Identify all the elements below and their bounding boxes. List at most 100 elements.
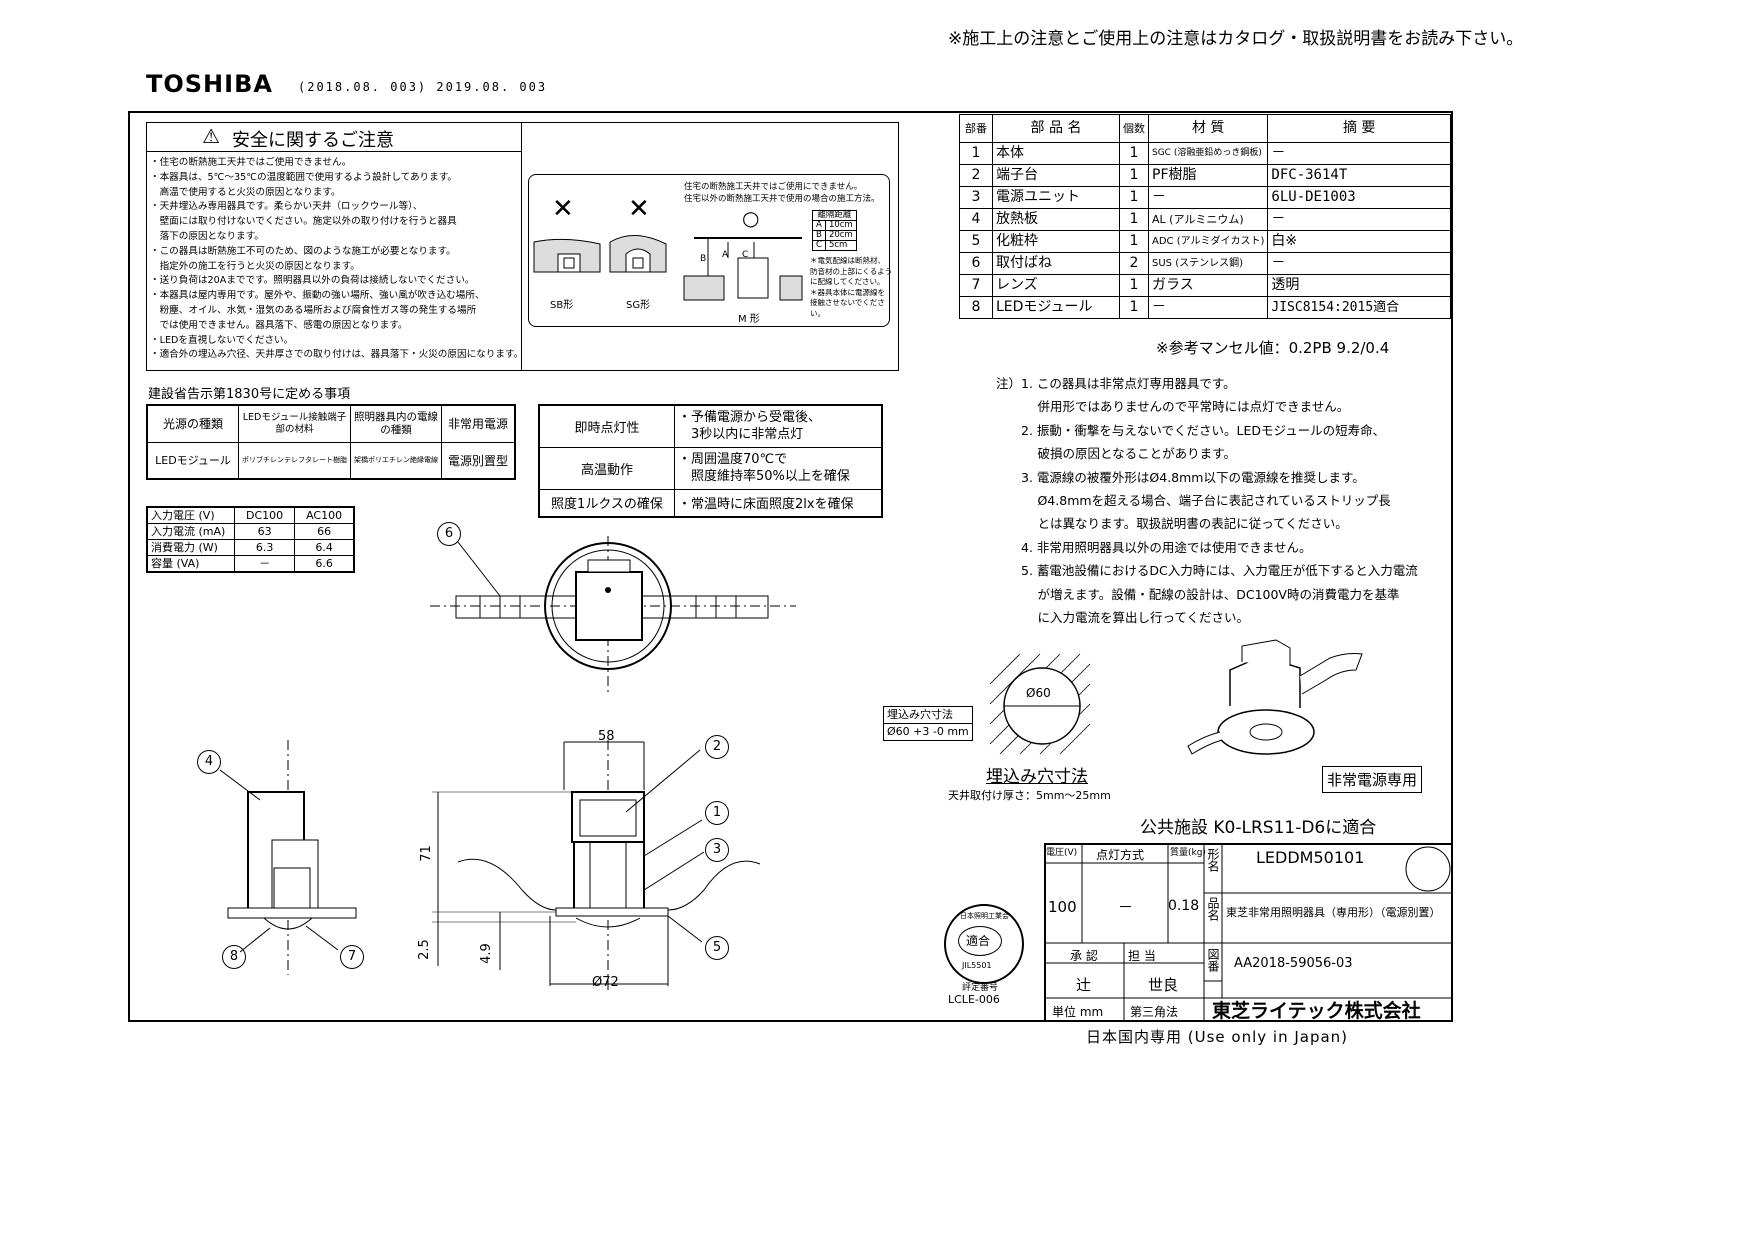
installation-diagram: [528, 174, 890, 327]
method: －: [1118, 898, 1134, 916]
dimension-label-c: C: [742, 250, 749, 260]
cutout-thickness: 天井取付け厚さ：5mm～25mm: [948, 789, 1111, 802]
note-line: が増えます。設備・配線の設計は、DC100V時の消費電力を基準: [996, 586, 1400, 602]
safety-line: ・この器具は断熱施工不可のため、図のような施工が必要となります。: [150, 245, 456, 257]
side-view-drawing: [219, 740, 357, 975]
note-line: Ø4.8mmを超える場合、端子台に表記されているストリップ長: [996, 493, 1391, 509]
part-remark: 6LU-DE1003: [1267, 186, 1451, 209]
seal: [944, 904, 1024, 984]
part-remark: DFC-3614T: [1267, 164, 1451, 187]
approver: 辻: [1076, 976, 1092, 994]
public-standard: 公共施設 K0-LRS11-D6に適合: [1140, 818, 1377, 838]
logo: TOSHIBA: [146, 70, 273, 98]
performance-line: ・予備電源から受電後、: [678, 410, 822, 426]
callout-number: 8: [229, 949, 239, 964]
safety-line: ・住宅の断熱施工天井ではご使用できません。: [150, 157, 352, 168]
footer-note: 日本国内専用 (Use only in Japan): [1086, 1028, 1349, 1046]
dimension-label-b: B: [700, 254, 707, 264]
wiring-note: に配線してください。: [810, 277, 885, 286]
performance-line: 照度維持率50%以上を確保: [678, 469, 850, 484]
cutout-circle-label: Ø60: [1026, 686, 1051, 700]
type-label: SG形: [626, 300, 651, 311]
safety-line: ・適合外の埋込み穴径、天井厚さでの取り付けは、器具落下・火災の原因になります。: [150, 349, 524, 361]
part-name: 取付ばね: [992, 252, 1120, 275]
notice1830-value: ポリブチレンテレフタレート樹脂: [238, 441, 351, 480]
part-remark: －: [1267, 252, 1451, 275]
type-label: SB形: [550, 300, 574, 311]
notice1830-title: 建設省告示第1830号に定める事項: [148, 387, 351, 402]
m-type-diagram: [683, 237, 803, 301]
cutout-circle-drawing: [989, 653, 1091, 755]
part-material: AL (アルミニウム): [1147, 208, 1269, 231]
part-no: 4: [959, 208, 993, 231]
mass: 0.18: [1168, 898, 1200, 914]
part-remark: －: [1267, 142, 1451, 165]
part-name: 本体: [992, 142, 1120, 165]
part-qty: 1: [1119, 164, 1149, 187]
performance-line: 3秒以内に非常点灯: [678, 427, 804, 443]
seal-outer-text: 日本照明工業会: [960, 912, 1009, 920]
safety-line: 粉塵、オイル、水気・湿気のある場所および腐食性ガス等の発生する場所: [150, 304, 477, 316]
performance-key: 照度1ルクスの確保: [538, 488, 675, 518]
part-no: 2: [959, 164, 993, 187]
dimension-d1: 2.5: [416, 939, 432, 960]
part-name: レンズ: [992, 274, 1120, 297]
sb-type-diagram: [533, 235, 667, 273]
safety-line: ・本器具は、5℃～35℃の温度範囲で使用するよう設計してあります。: [150, 171, 457, 183]
part-name: LEDモジュール: [992, 296, 1120, 319]
seal-eval: 評定番号: [962, 983, 999, 993]
electrical-key: 容量 (VA): [146, 555, 235, 573]
electrical-header: 入力電圧 (V): [146, 506, 235, 524]
seal-code: JIL5501: [962, 961, 992, 970]
part-qty: 1: [1119, 142, 1149, 165]
revision: (2018.08. 003) 2019.08. 003: [298, 80, 548, 94]
projection: 第三角法: [1130, 1005, 1179, 1019]
electrical-value: 6.4: [294, 539, 355, 556]
part-no: 7: [959, 274, 993, 297]
part-name: 化粧枠: [992, 230, 1120, 253]
callout-number: 5: [712, 940, 722, 955]
distance-key: B: [812, 230, 826, 241]
perspective-drawing: [1187, 639, 1363, 755]
notice1830-value: 架橋ポリエチレン絶縁電線: [350, 441, 442, 480]
note-line: 3. 電源線の被覆外形はØ4.8mm以下の電源線を推奨します。: [996, 469, 1365, 485]
notice1830-value: 電源別置型: [441, 441, 516, 480]
callout-number: 6: [444, 526, 454, 541]
approve-header: 承 認: [1070, 949, 1098, 963]
seal-inner-text: 適合: [966, 934, 991, 948]
type-label: M 形: [738, 314, 760, 325]
wiring-note: い。: [810, 308, 825, 318]
performance-table: 即時点灯性 ・予備電源から受電後、 3秒以内に非常点灯 高温動作 ・周囲温度70…: [538, 404, 883, 518]
dimension-label-a: A: [722, 250, 729, 260]
distance-key: A: [812, 220, 826, 231]
safety-line: ・天井埋込み専用器具です。柔らかい天井（ロックウール等）、: [150, 201, 423, 213]
part-no: 6: [959, 252, 993, 275]
method-header: 点灯方式: [1096, 848, 1145, 862]
cutout-value: Ø60 +3 -0 mm: [883, 723, 973, 741]
part-qty: 1: [1119, 296, 1149, 319]
drawing-header: 図番: [1206, 948, 1220, 972]
safety-lines: ・住宅の断熱施工天井ではご使用できません。 ・本器具は、5℃～35℃の温度範囲で…: [150, 156, 523, 363]
electrical-key: 入力電流 (mA): [146, 523, 235, 540]
warning-icon: ⚠: [202, 124, 220, 148]
note-line: 5. 蓄電池設備におけるDC入力時には、入力電圧が低下すると入力電流: [996, 563, 1418, 579]
performance-value: ・予備電源から受電後、 3秒以内に非常点灯: [674, 404, 883, 448]
electrical-value: 6.6: [294, 555, 355, 573]
note-line: 注）1. この器具は非常点灯専用器具です。: [996, 376, 1236, 391]
wiring-note: ＊器具本体に電源線を: [810, 287, 885, 297]
diagram-caption: 住宅以外の断熱施工天井で使用の場合の施工方法。: [684, 194, 880, 204]
wiring-note: ＊電気配線は断熱材、: [810, 256, 885, 265]
company-name: 東芝ライテック株式会社: [1212, 1000, 1421, 1022]
performance-value: ・周囲温度70℃で 照度維持率50%以上を確保: [674, 446, 883, 490]
wiring-note: 防音材の上部にくるよう: [810, 266, 893, 276]
notice1830-header: 非常用電源: [441, 404, 516, 443]
callout-number: 2: [712, 739, 722, 754]
